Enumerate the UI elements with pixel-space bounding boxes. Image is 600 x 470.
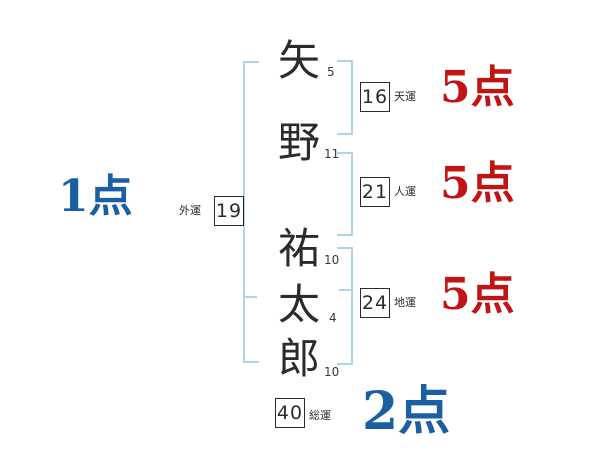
stroke-count-2: 11 — [324, 147, 340, 161]
person-fortune-score: 5点 — [440, 158, 515, 209]
stroke-count-4: 4 — [329, 311, 337, 325]
stroke-count-1: 5 — [327, 65, 335, 79]
earth-fortune-score: 5点 — [440, 269, 515, 320]
name-char-5: 郎 — [278, 334, 321, 383]
earth-fortune-bracket-tick — [339, 289, 353, 291]
earth-fortune-value: 24 — [361, 292, 389, 314]
earth-fortune-bracket — [337, 247, 353, 365]
earth-fortune-value-box: 24 — [360, 288, 390, 318]
outer-fortune-bracket-tick — [243, 296, 257, 298]
person-fortune-value-box: 21 — [360, 177, 390, 207]
total-fortune-score: 2点 — [362, 381, 451, 442]
outer-fortune-score: 1点 — [58, 171, 133, 222]
total-fortune-label: 総運 — [309, 409, 331, 422]
outer-fortune-bracket — [243, 61, 259, 363]
outer-fortune-value-box: 19 — [214, 196, 244, 226]
total-fortune-value: 40 — [276, 402, 304, 424]
earth-fortune-label: 地運 — [394, 296, 416, 309]
person-fortune-bracket — [337, 152, 353, 236]
name-char-3: 祐 — [278, 224, 321, 273]
person-fortune-label: 人運 — [394, 185, 416, 198]
name-char-1: 矢 — [278, 36, 321, 85]
outer-fortune-value: 19 — [215, 200, 243, 222]
heaven-fortune-bracket — [337, 60, 353, 135]
outer-fortune-label: 外運 — [179, 204, 201, 217]
heaven-fortune-value: 16 — [361, 86, 389, 108]
heaven-fortune-score: 5点 — [440, 62, 515, 113]
stroke-count-5: 10 — [324, 365, 340, 379]
person-fortune-value: 21 — [361, 181, 389, 203]
name-char-2: 野 — [278, 118, 321, 167]
heaven-fortune-value-box: 16 — [360, 82, 390, 112]
total-fortune-value-box: 40 — [275, 398, 305, 428]
heaven-fortune-label: 天運 — [394, 90, 416, 103]
stroke-count-3: 10 — [324, 253, 340, 267]
name-char-4: 太 — [278, 280, 321, 329]
